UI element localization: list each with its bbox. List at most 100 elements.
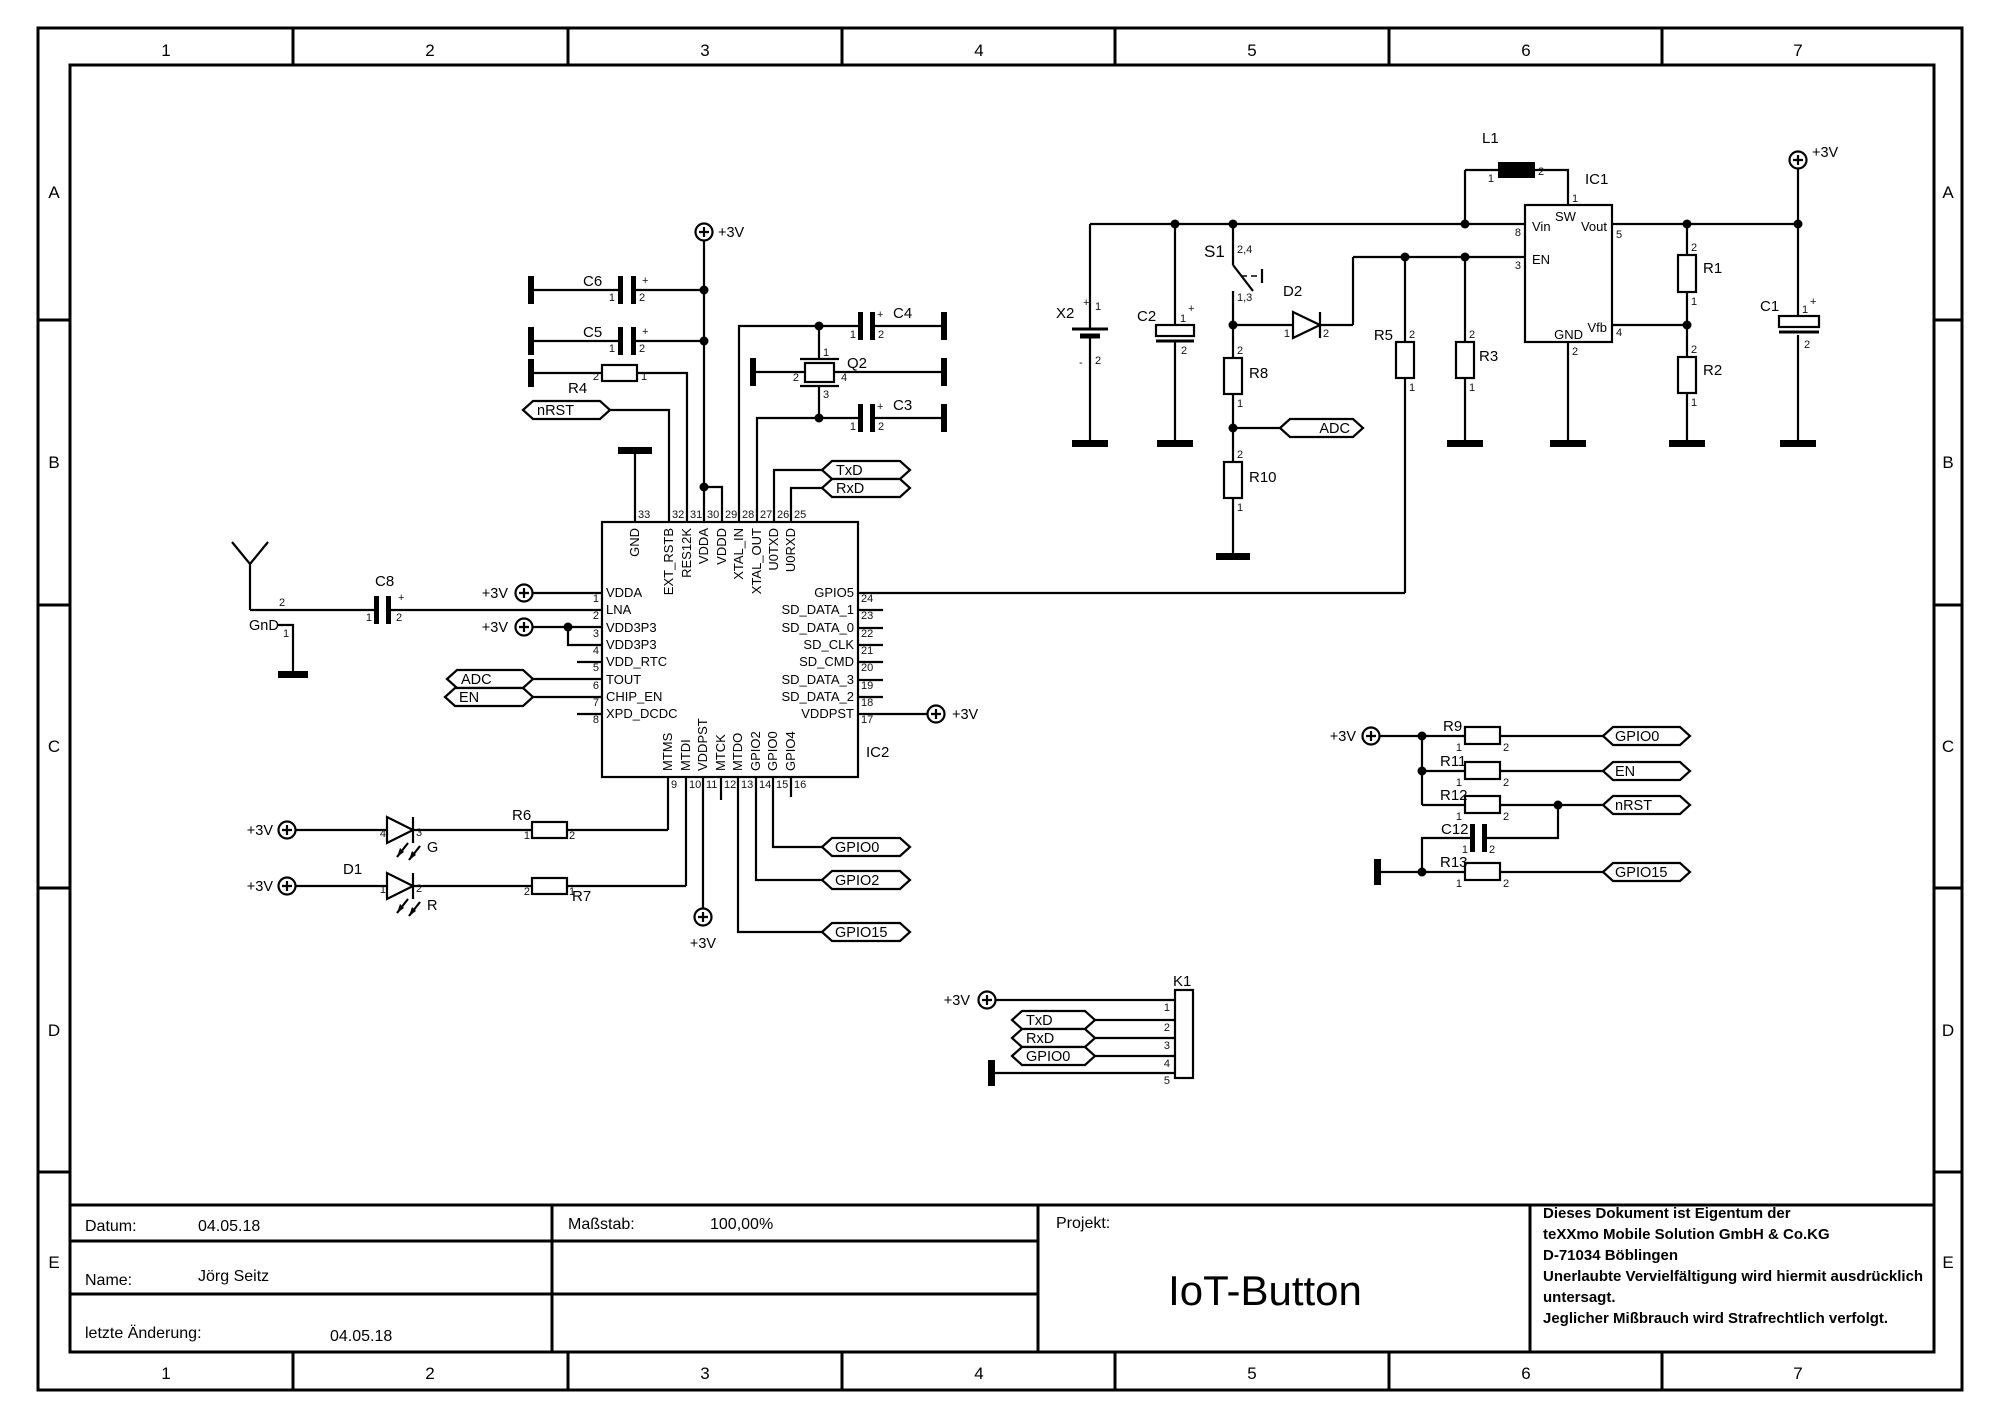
d1-ref: D1 bbox=[343, 861, 362, 878]
notice-line: Dieses Dokument ist Eigentum der bbox=[1543, 1205, 1791, 1222]
capacitor-c2: C2 + 1 2 bbox=[1137, 224, 1196, 447]
pin-name: XTAL_OUT bbox=[749, 528, 764, 594]
pin-name: XTAL_IN bbox=[731, 528, 746, 580]
col-label: 4 bbox=[974, 1364, 983, 1383]
component-q2: Q2 1 2 4 3 bbox=[750, 326, 947, 418]
pin-number: 21 bbox=[861, 645, 873, 657]
polarity-plus: + bbox=[1188, 303, 1194, 315]
pin-number: 3 bbox=[1164, 1040, 1170, 1052]
pin-name: VDD3P3 bbox=[606, 637, 657, 652]
pin-name: CHIP_EN bbox=[606, 689, 662, 704]
pin-number: 5 bbox=[1616, 229, 1622, 241]
pin-number: 11 bbox=[706, 779, 717, 791]
pin-number: 1 bbox=[283, 628, 289, 640]
pin-number: 31 bbox=[690, 509, 702, 521]
pin-number: 14 bbox=[759, 779, 771, 791]
net-label-3v: +3V bbox=[1812, 145, 1839, 161]
ic2-top-pin-numbers: 33 32 31 30 29 28 27 26 25 bbox=[638, 509, 806, 521]
d2-ref: D2 bbox=[1283, 283, 1302, 300]
name-value: Jörg Seitz bbox=[198, 1268, 269, 1285]
switch-s1: S1 2,4 1,3 bbox=[1204, 224, 1264, 325]
net-label-adc: ADC bbox=[461, 672, 492, 688]
pin-number: 22 bbox=[861, 628, 873, 640]
k1-ref: K1 bbox=[1173, 973, 1191, 990]
pin-name: GPIO0 bbox=[765, 731, 780, 771]
pin-number: 1 bbox=[380, 884, 386, 896]
pin-name: SD_DATA_2 bbox=[782, 689, 855, 704]
ic2-top-pin-names: GND EXT_RSTB RES12K VDDA VDDD XTAL_IN XT… bbox=[627, 528, 798, 596]
name-label: Name: bbox=[85, 1272, 132, 1289]
pin-number: 10 bbox=[689, 779, 701, 791]
pin-number: 2 bbox=[1409, 329, 1415, 341]
net-flag-gpio15-bottom: GPIO15 bbox=[736, 777, 912, 943]
net-label-nrst: nRST bbox=[1615, 798, 1652, 814]
net-label-3v: +3V bbox=[482, 620, 509, 636]
net-label-gpio15: GPIO15 bbox=[835, 925, 887, 941]
pin-number: 5 bbox=[593, 662, 599, 674]
capacitor-c8: C8 + 1 2 bbox=[366, 573, 602, 624]
pin-number: 1 bbox=[1456, 878, 1462, 890]
pin-number: 20 bbox=[861, 662, 873, 674]
col-label: 3 bbox=[700, 1364, 709, 1383]
net-label-3v: +3V bbox=[718, 225, 745, 241]
pin-name: RES12K bbox=[679, 528, 694, 578]
r5-ref: R5 bbox=[1374, 327, 1393, 344]
pin-name: SD_CMD bbox=[799, 654, 854, 669]
pin-number: 2 bbox=[279, 597, 285, 609]
pin-number: 8 bbox=[593, 714, 599, 726]
pin-number: 1 bbox=[823, 347, 829, 359]
led-color-g: G bbox=[427, 840, 438, 856]
notice-line: Unerlaubte Vervielfältigung wird hiermit… bbox=[1543, 1268, 1923, 1285]
resistor-r9: R9 1 2 GPIO0 bbox=[1443, 718, 1692, 754]
net-label-txd: TxD bbox=[1026, 1013, 1053, 1029]
row-label: B bbox=[1942, 453, 1953, 472]
pin-number: 27 bbox=[760, 509, 772, 521]
supply-3v-vddpst17: +3V bbox=[858, 704, 979, 724]
pin-name: LNA bbox=[606, 602, 632, 617]
led-color-r: R bbox=[427, 898, 437, 914]
pin-number: 23 bbox=[861, 610, 873, 622]
net-label-3v: +3V bbox=[247, 879, 274, 895]
pin-name: VDDD bbox=[714, 528, 729, 565]
pin-number: 1 bbox=[524, 830, 530, 842]
pin-number: 2 bbox=[878, 421, 884, 433]
s1-ref: S1 bbox=[1204, 242, 1225, 261]
pin-number: 2 bbox=[1691, 242, 1697, 254]
pin-number: 2 bbox=[416, 883, 422, 895]
pin-number: 24 bbox=[861, 593, 873, 605]
col-label: 5 bbox=[1247, 41, 1256, 60]
frame-row-labels-left: A B C D E bbox=[48, 183, 60, 1272]
net-label-txd: TxD bbox=[836, 463, 863, 479]
pin-number: 2 bbox=[1323, 328, 1329, 340]
row-label: D bbox=[48, 1021, 60, 1040]
pin-number: 8 bbox=[1515, 227, 1521, 239]
pin-number: 2 bbox=[1503, 777, 1509, 789]
resistor-r5: R5 2 1 bbox=[1374, 257, 1415, 394]
r7-ref: R7 bbox=[572, 888, 591, 905]
notice-line: Jeglicher Mißbrauch wird Strafrechtlich … bbox=[1543, 1310, 1888, 1327]
pin-number: 2 bbox=[593, 371, 599, 383]
pin-number: 1 bbox=[1180, 313, 1186, 325]
pin-name: U0RXD bbox=[783, 528, 798, 572]
pin-number: 2 bbox=[639, 343, 645, 355]
pin-number: 2 bbox=[1489, 844, 1495, 856]
pin-name: GPIO2 bbox=[748, 731, 763, 771]
net-label-nrst: nRST bbox=[537, 403, 574, 419]
pin-number: 2,4 bbox=[1237, 244, 1252, 256]
pin-number: 1 bbox=[1284, 328, 1290, 340]
supply-3v-vdd3p3: +3V bbox=[482, 617, 602, 647]
masstab-label: Maßstab: bbox=[568, 1216, 635, 1233]
pin-number: 1 bbox=[1456, 742, 1462, 754]
pin-name: VDD_RTC bbox=[606, 654, 667, 669]
net-label-rxd: RxD bbox=[1026, 1031, 1054, 1047]
c3-ref: C3 bbox=[893, 397, 912, 414]
pin-name: SD_DATA_3 bbox=[782, 672, 855, 687]
pin-number: 2 bbox=[1691, 344, 1697, 356]
net-label-3v: +3V bbox=[482, 586, 509, 602]
pin-name: SD_CLK bbox=[803, 637, 854, 652]
row-label: A bbox=[48, 183, 60, 202]
gnd-tap-antenna: GnD 1 bbox=[249, 618, 308, 678]
net-label-3v: +3V bbox=[690, 936, 717, 952]
c5-ref: C5 bbox=[583, 324, 602, 341]
net-flag-adc-left: ADC bbox=[445, 668, 602, 690]
